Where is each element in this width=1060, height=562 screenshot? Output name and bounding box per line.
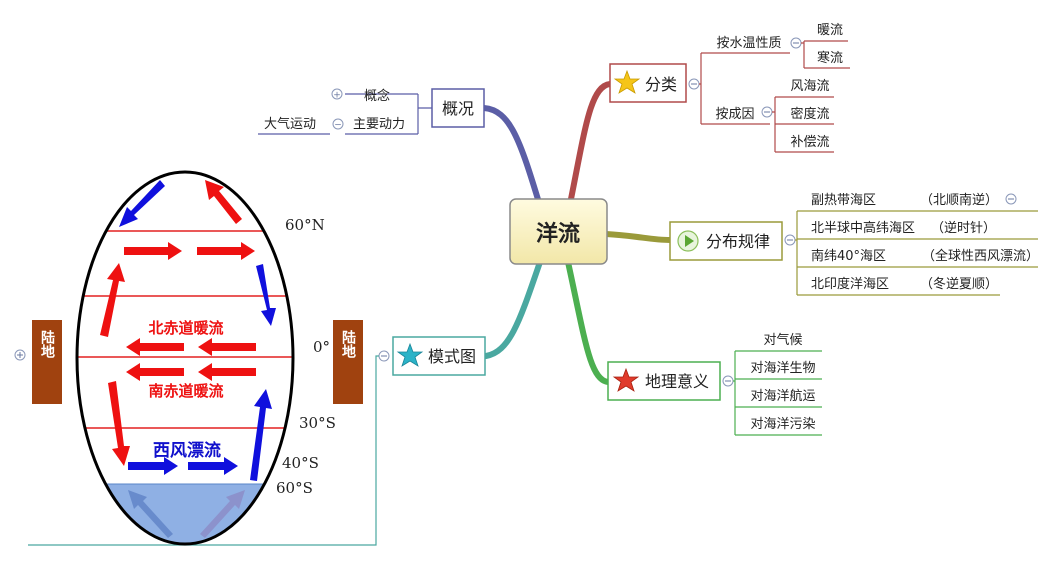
branch-model <box>483 259 543 359</box>
collapse-toggle-distribution[interactable] <box>784 234 796 246</box>
classification-group-cause[interactable]: 按成因 <box>715 107 754 122</box>
central-topic-label: 洋流 <box>536 221 580 247</box>
topic-significance-label: 地理意义 <box>645 372 709 391</box>
classification-density[interactable]: 密度流 <box>790 106 829 122</box>
latitude-label-40S: 40°S <box>282 454 319 472</box>
classification-wind-driven[interactable]: 风海流 <box>790 79 829 94</box>
westerly-drift-label: 西风漂流 <box>153 440 221 461</box>
topic-model-label: 模式图 <box>428 347 476 366</box>
collapse-toggle-classification[interactable] <box>688 78 700 90</box>
collapse-toggle-subtropical[interactable] <box>1005 193 1017 205</box>
topic-classification[interactable]: 分类 <box>609 63 687 103</box>
topic-overview[interactable]: 概况 <box>431 88 485 128</box>
collapse-toggle-cause[interactable] <box>761 106 773 118</box>
latitude-label-60S: 60°S <box>276 479 313 497</box>
significance-climate[interactable]: 对气候 <box>763 332 802 348</box>
land-label-left: 陆地 <box>39 330 55 359</box>
collapse-toggle-driving-force-glyph: − <box>334 121 342 131</box>
topic-model[interactable]: 模式图 <box>392 336 486 376</box>
distribution-region-north-high-lat[interactable]: 北半球中高纬海区 <box>811 220 915 236</box>
topic-significance[interactable]: 地理意义 <box>607 361 721 401</box>
significance-shipping[interactable]: 对海洋航运 <box>750 388 815 404</box>
distribution-rule-north-high-lat[interactable]: （逆时针） <box>931 220 996 236</box>
ocean-current-model-diagram: 北赤道暖流 南赤道暖流 西风漂流 60°N 0° 30°S 40°S 60°S … <box>32 170 363 546</box>
distribution-rule-south-40[interactable]: （全球性西风漂流） <box>922 248 1039 264</box>
overview-item-driving-force[interactable]: 主要动力 <box>353 117 405 132</box>
distribution-connector <box>795 210 1038 296</box>
latitude-label-0: 0° <box>313 338 330 356</box>
red-star-icon <box>612 367 640 392</box>
distribution-rule-subtropical[interactable]: （北顺南逆） <box>920 192 998 208</box>
overview-connector <box>345 93 432 135</box>
north-equatorial-current-label: 北赤道暖流 <box>148 319 223 337</box>
topic-overview-label: 概况 <box>442 99 474 118</box>
collapse-toggle-model[interactable] <box>378 350 390 362</box>
classification-compensation[interactable]: 补偿流 <box>790 135 829 150</box>
classification-cold-current[interactable]: 寒流 <box>817 50 843 66</box>
latitude-label-30S: 30°S <box>299 414 336 432</box>
classification-group-temperature[interactable]: 按水温性质 <box>716 36 781 51</box>
warm-current-arrows <box>100 180 256 466</box>
collapse-toggle-concept[interactable]: + <box>331 88 343 101</box>
ocean-basin-outline <box>75 170 295 546</box>
cold-current-arrows <box>119 180 276 481</box>
collapse-toggle-concept-glyph: + <box>333 91 341 101</box>
teal-star-icon <box>396 342 424 367</box>
branch-distribution <box>603 231 673 243</box>
overview-item-concept[interactable]: 概念 <box>364 88 390 104</box>
branch-classification <box>567 81 613 207</box>
model-connector <box>28 355 379 546</box>
classification-connector <box>699 52 790 125</box>
significance-pollution[interactable]: 对海洋污染 <box>750 417 815 432</box>
ocean-basin-fill <box>77 172 293 544</box>
topic-distribution[interactable]: 分布规律 <box>669 221 783 261</box>
branch-significance <box>565 259 611 385</box>
temperature-connector <box>801 40 850 69</box>
south-equatorial-current-label: 南赤道暖流 <box>148 382 223 400</box>
significance-marine-life[interactable]: 对海洋生物 <box>750 361 815 376</box>
distribution-region-north-indian[interactable]: 北印度洋海区 <box>811 276 889 292</box>
expand-toggle-left[interactable] <box>14 349 26 361</box>
topic-distribution-label: 分布规律 <box>706 232 770 251</box>
play-icon <box>677 230 699 252</box>
latitude-label-60N: 60°N <box>285 216 325 234</box>
cause-connector <box>772 96 834 153</box>
central-topic[interactable]: 洋流 <box>509 198 608 265</box>
collapse-toggle-temperature[interactable] <box>790 37 802 49</box>
collapse-toggle-driving-force[interactable]: − <box>332 118 344 131</box>
distribution-region-subtropical[interactable]: 副热带海区 <box>811 193 876 208</box>
star-icon <box>613 69 641 94</box>
branch-overview <box>481 105 543 209</box>
distribution-region-south-40[interactable]: 南纬40°海区 <box>811 248 886 264</box>
land-block-left: 陆地 <box>32 320 62 404</box>
distribution-rule-north-indian[interactable]: （冬逆夏顺） <box>920 276 998 292</box>
topic-classification-label: 分类 <box>645 75 677 94</box>
land-block-right: 陆地 <box>333 320 363 404</box>
collapse-toggle-significance[interactable] <box>722 375 734 387</box>
faded-arrows <box>128 490 245 538</box>
overview-item-atmospheric-motion[interactable]: 大气运动 <box>264 116 316 132</box>
significance-connector <box>733 350 822 436</box>
classification-warm-current[interactable]: 暖流 <box>817 23 843 38</box>
land-label-right: 陆地 <box>340 330 356 359</box>
